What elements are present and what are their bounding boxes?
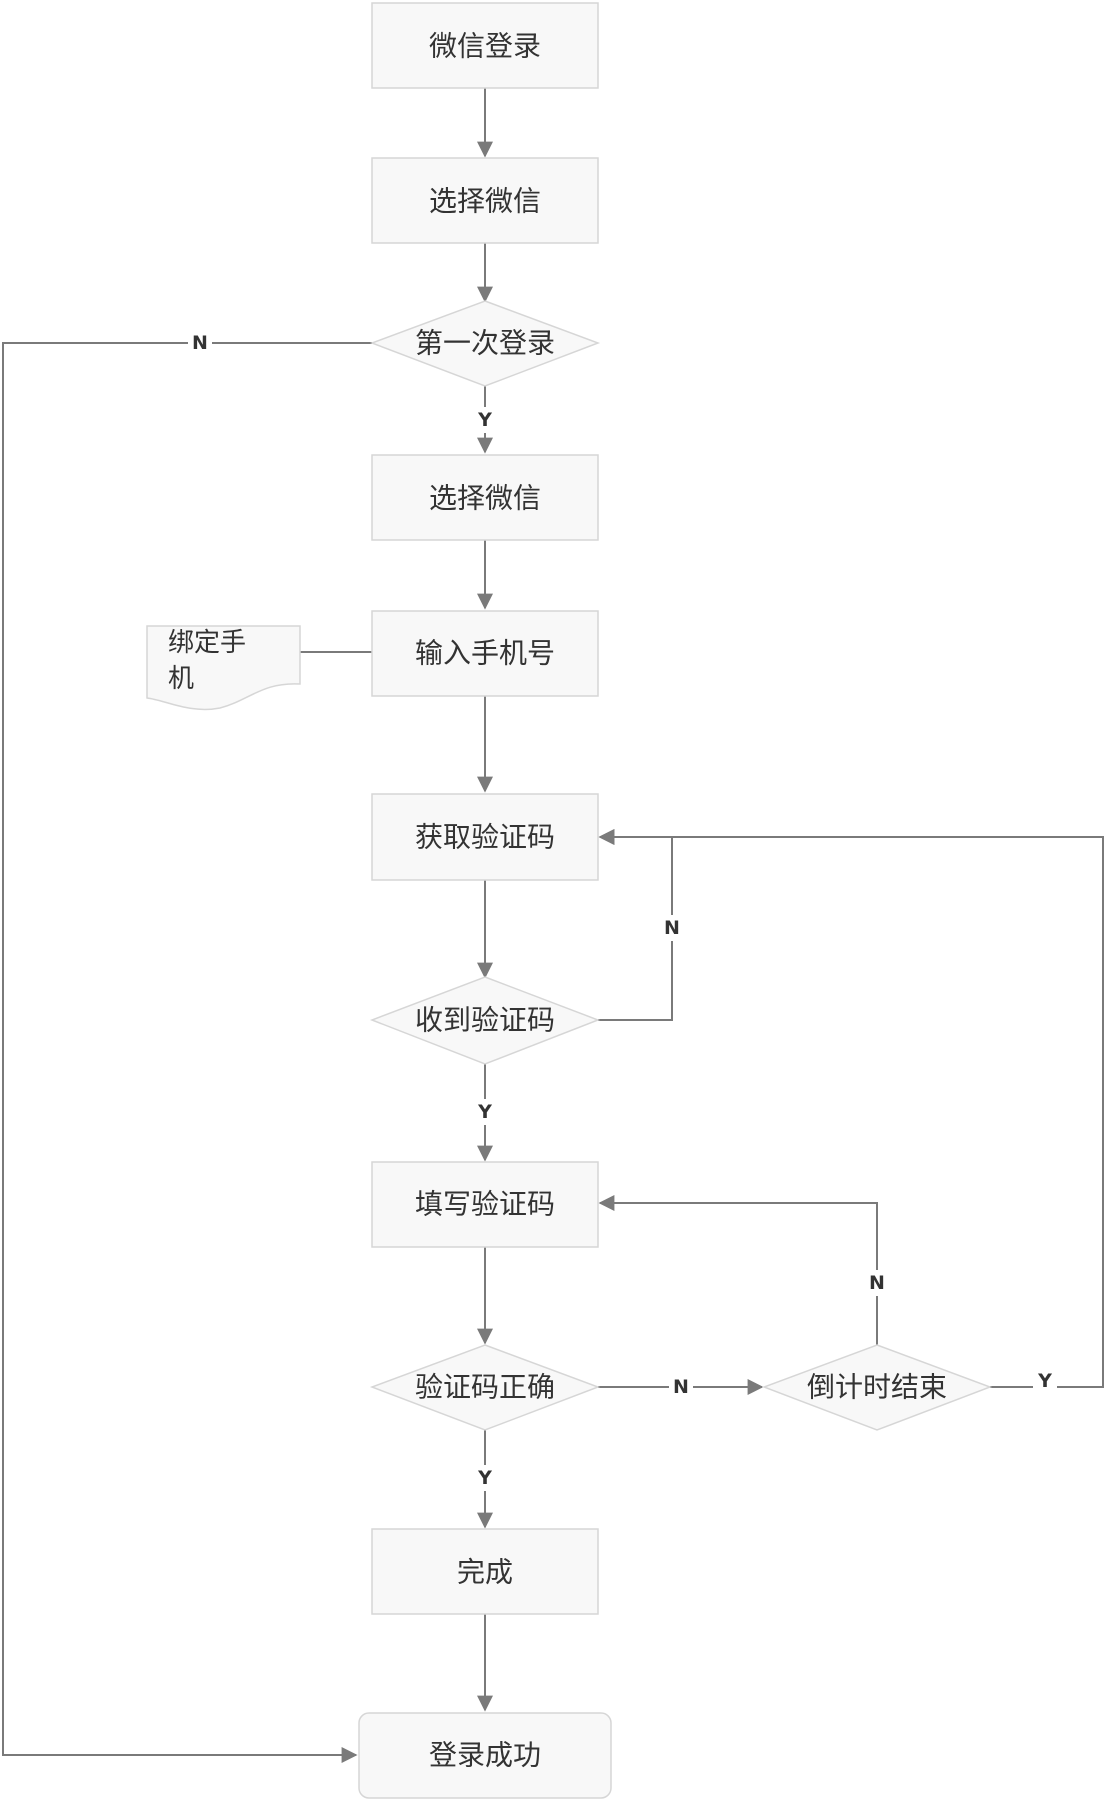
label-code-correct-no: N (669, 1374, 693, 1400)
node-wechat-login: 微信登录 (371, 2, 599, 89)
terminal-login-success: 登录成功 (358, 1712, 612, 1799)
decision-code-received: 收到验证码 (369, 976, 601, 1065)
label-code-received-yes-text: Y (477, 1101, 492, 1123)
document-bind-phone-line1: 绑定手 (168, 628, 246, 658)
decision-first-login: 第一次登录 (369, 300, 601, 387)
node-choose-wechat-1-label: 选择微信 (429, 185, 541, 218)
label-code-correct-yes-text: Y (477, 1467, 492, 1489)
label-first-login-yes: Y (473, 407, 497, 433)
label-first-login-no-text: N (192, 332, 208, 354)
node-done: 完成 (371, 1528, 599, 1615)
edge-first-login-no (2, 342, 372, 1763)
label-code-correct-no-text: N (673, 1376, 689, 1398)
node-wechat-login-label: 微信登录 (429, 30, 541, 63)
decision-countdown-end: 倒计时结束 (761, 1344, 993, 1431)
label-first-login-yes-text: Y (477, 409, 492, 431)
node-get-code-label: 获取验证码 (415, 821, 555, 854)
label-code-received-yes: Y (473, 1099, 497, 1125)
node-fill-code-label: 填写验证码 (415, 1188, 555, 1221)
document-bind-phone-line2: 机 (168, 664, 194, 694)
edge-countdown-no (598, 1195, 878, 1345)
terminal-login-success-label: 登录成功 (429, 1739, 541, 1772)
label-code-received-no: N (660, 915, 684, 941)
label-countdown-no: N (865, 1270, 889, 1296)
node-choose-wechat-2-label: 选择微信 (429, 482, 541, 515)
decision-code-received-label: 收到验证码 (415, 1004, 555, 1037)
decision-countdown-end-label: 倒计时结束 (807, 1371, 947, 1404)
decision-code-correct-label: 验证码正确 (415, 1371, 555, 1404)
decision-code-correct: 验证码正确 (369, 1344, 601, 1431)
document-bind-phone: 绑定手 机 (146, 625, 301, 711)
label-code-received-no-text: N (664, 917, 680, 939)
label-countdown-yes: Y (1033, 1368, 1057, 1394)
decision-first-login-label: 第一次登录 (415, 327, 555, 360)
node-input-phone: 输入手机号 (371, 610, 599, 697)
label-countdown-yes-text: Y (1037, 1370, 1052, 1392)
node-choose-wechat-1: 选择微信 (371, 157, 599, 244)
node-get-code: 获取验证码 (371, 793, 599, 881)
node-fill-code: 填写验证码 (371, 1161, 599, 1248)
node-done-label: 完成 (457, 1556, 513, 1589)
node-choose-wechat-2: 选择微信 (371, 454, 599, 541)
label-code-correct-yes: Y (473, 1465, 497, 1491)
label-countdown-no-text: N (869, 1272, 885, 1294)
label-first-login-no: N (188, 330, 212, 356)
node-input-phone-label: 输入手机号 (415, 637, 555, 670)
